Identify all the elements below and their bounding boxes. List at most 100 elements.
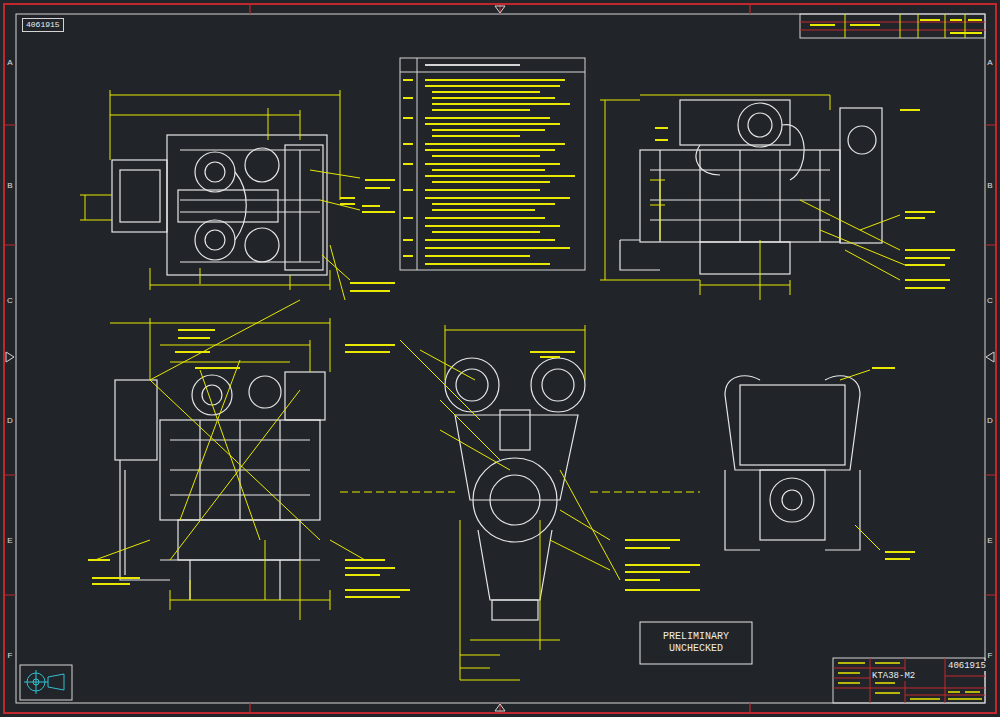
side-view-left <box>88 300 410 620</box>
front-view <box>445 358 585 620</box>
front-view <box>542 369 574 401</box>
side-view-right <box>620 240 660 270</box>
side-view-left <box>249 376 281 408</box>
zone-letter: D <box>6 416 14 425</box>
plan-view <box>245 228 279 262</box>
status-stamp: PRELIMINARY UNCHECKED <box>657 628 735 658</box>
plan-view <box>110 90 340 200</box>
side-view-right <box>600 95 830 280</box>
drawing-frame <box>16 14 985 703</box>
front-view <box>400 340 620 580</box>
rear-view <box>725 470 860 550</box>
model-name: KTA38-M2 <box>871 671 916 681</box>
side-view-right <box>680 100 790 145</box>
plan-view <box>167 135 327 275</box>
side-view-right <box>620 100 882 274</box>
side-view-left <box>160 560 320 600</box>
plan-view <box>80 195 330 290</box>
plan-view <box>120 170 160 222</box>
plan-view <box>80 90 395 300</box>
side-view-left <box>170 540 330 620</box>
plan-view <box>205 230 225 250</box>
view-symbol <box>20 665 72 700</box>
rear-view <box>725 368 915 559</box>
plan-view <box>245 148 279 182</box>
plan-view <box>112 135 327 275</box>
side-view-left <box>202 385 222 405</box>
plan-view <box>310 170 360 300</box>
rear-view <box>770 478 814 522</box>
front-view <box>490 475 540 525</box>
side-view-left <box>175 330 240 368</box>
front-view <box>340 325 700 680</box>
zone-letter: B <box>6 181 13 190</box>
preliminary-frame <box>640 622 752 664</box>
zone-letter: E <box>6 536 13 545</box>
rear-view <box>840 368 915 559</box>
side-view-right <box>655 110 920 140</box>
notes-table <box>400 58 585 270</box>
front-view <box>492 600 538 620</box>
side-view-left <box>115 372 325 600</box>
side-view-right <box>700 200 905 300</box>
rear-view <box>740 385 845 465</box>
zone-letter: C <box>986 296 994 305</box>
rear-view <box>872 368 915 559</box>
rear-view <box>782 490 802 510</box>
notes-table <box>425 64 520 66</box>
notes-table <box>425 80 575 264</box>
title-strip <box>800 14 985 38</box>
rear-view <box>760 470 825 540</box>
title-strip <box>810 20 982 33</box>
view-symbol <box>24 670 64 694</box>
drawing-number: 4061915 <box>947 661 987 671</box>
plan-view <box>195 152 235 192</box>
plan-view <box>112 160 167 232</box>
side-view-left <box>115 380 157 460</box>
drawing-frame <box>4 4 996 713</box>
notes-table <box>403 80 413 256</box>
side-view-left <box>110 318 330 380</box>
zone-letter: F <box>987 651 994 660</box>
side-view-right <box>600 95 955 300</box>
plan-view <box>285 145 323 270</box>
front-view <box>340 492 700 493</box>
side-view-left <box>88 560 410 597</box>
zone-letter: D <box>986 416 994 425</box>
rear-view <box>725 395 860 470</box>
zone-letter: A <box>986 58 993 67</box>
side-view-right <box>700 242 790 274</box>
stamp-text: PRELIMINARY UNCHECKED <box>663 631 729 655</box>
front-view <box>340 325 700 680</box>
stamp-text: 4061915 <box>26 20 60 30</box>
plan-view <box>350 180 395 291</box>
front-view <box>345 345 700 590</box>
side-view-left <box>285 372 325 420</box>
front-view <box>445 325 585 680</box>
plan-view <box>178 190 278 222</box>
zone-letter: E <box>986 536 993 545</box>
plan-view <box>205 162 225 182</box>
side-view-left <box>150 300 320 560</box>
rear-view <box>840 370 880 550</box>
side-view-left <box>95 540 365 560</box>
drawing-frame <box>4 4 996 713</box>
notes-table <box>400 58 585 270</box>
front-view <box>445 358 499 412</box>
notes-table <box>400 58 585 270</box>
front-view <box>478 530 552 600</box>
view-symbol <box>20 665 72 700</box>
side-view-right <box>640 150 840 242</box>
plan-view <box>340 198 355 204</box>
side-view-right <box>696 125 804 180</box>
side-view-right <box>905 212 955 288</box>
side-view-right <box>848 126 876 154</box>
drawing-number-box: 4061915 <box>22 18 64 32</box>
plan-view <box>195 220 235 260</box>
side-view-left <box>120 420 310 580</box>
side-view-left <box>88 300 410 620</box>
drawing-frame <box>6 6 994 711</box>
